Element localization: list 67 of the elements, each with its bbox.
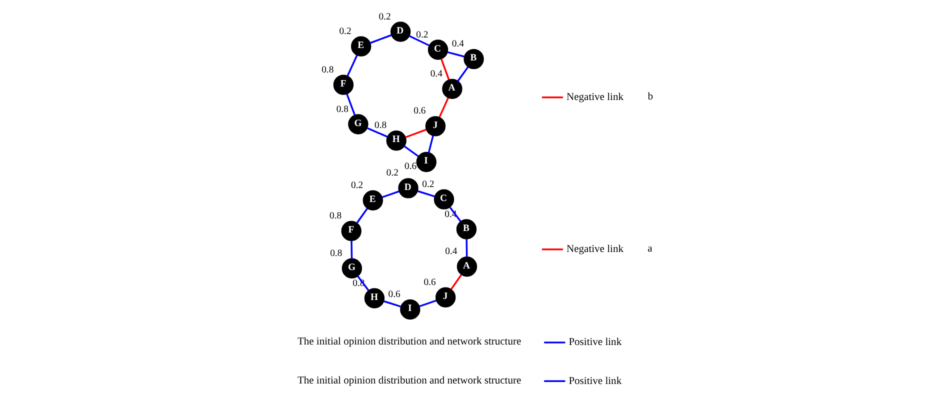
label: a xyxy=(647,244,652,255)
node-circle: F xyxy=(340,220,361,242)
node-label: 0.2 xyxy=(350,180,363,191)
node-circle: I xyxy=(416,152,436,172)
node-label: 0.8 xyxy=(374,120,386,132)
connector xyxy=(381,190,399,198)
node-circle: B xyxy=(463,48,484,70)
node-circle: J xyxy=(434,287,456,308)
legend-label: Positive link xyxy=(568,376,622,387)
node-circle: D xyxy=(390,22,410,42)
node-label: 0.2 xyxy=(386,168,398,179)
node-label: 0.4 xyxy=(451,38,464,50)
connector xyxy=(366,127,388,138)
node-circle: B xyxy=(456,219,476,240)
node-circle: G xyxy=(341,258,362,278)
connector xyxy=(346,54,358,76)
node-label: 0.6 xyxy=(423,276,436,288)
node-label: 0.8 xyxy=(321,64,334,76)
node-circle: J xyxy=(424,116,446,136)
connector xyxy=(416,190,434,198)
label: The initial opinion distribution and network structure xyxy=(296,336,521,348)
connector xyxy=(427,135,434,153)
connector xyxy=(346,94,356,116)
node-label: 0.2 xyxy=(416,29,428,40)
node-label: 0.8 xyxy=(336,104,348,115)
legend-label: Negative link xyxy=(566,92,623,104)
connector xyxy=(403,146,418,157)
node-label: 0.6 xyxy=(388,289,400,300)
node-circle: H xyxy=(364,288,384,308)
node-circle: E xyxy=(362,190,383,210)
connector xyxy=(408,35,429,46)
node-circle: C xyxy=(427,40,448,60)
connector xyxy=(438,98,448,118)
node-label: 0.4 xyxy=(430,68,442,80)
node-label: 0.2 xyxy=(378,11,390,22)
node-circle: A xyxy=(456,256,477,277)
connector xyxy=(456,66,468,82)
connector xyxy=(446,51,464,58)
legend-label: Positive link xyxy=(568,337,622,348)
node-circle: H xyxy=(386,130,406,151)
legend-label: Negative link xyxy=(566,244,623,256)
node-label: 0.8 xyxy=(329,210,342,222)
node-label: 0.6 xyxy=(404,160,416,172)
connector xyxy=(404,128,426,138)
node-label: 0.2 xyxy=(338,26,351,37)
node-circle: C xyxy=(433,189,454,210)
connector xyxy=(369,34,392,44)
connector xyxy=(418,300,436,308)
connector xyxy=(440,58,450,80)
connector xyxy=(448,206,461,222)
node-label: 0.4 xyxy=(444,246,457,258)
label: b xyxy=(647,92,653,103)
node-circle: I xyxy=(400,299,420,320)
connector xyxy=(450,274,462,290)
node-circle: E xyxy=(350,36,371,56)
node-label: 0.8 xyxy=(330,248,342,259)
node-label: 0.6 xyxy=(413,106,426,117)
node-circle: F xyxy=(332,74,354,95)
connector xyxy=(383,300,400,308)
node-circle: A xyxy=(442,78,462,100)
connector xyxy=(356,208,368,224)
node-label: 0.2 xyxy=(422,178,434,190)
node-circle: D xyxy=(398,178,418,198)
label: The initial opinion distribution and network structure xyxy=(296,375,521,386)
connector xyxy=(350,240,352,259)
node-circle: G xyxy=(348,114,368,134)
connector xyxy=(465,239,468,257)
